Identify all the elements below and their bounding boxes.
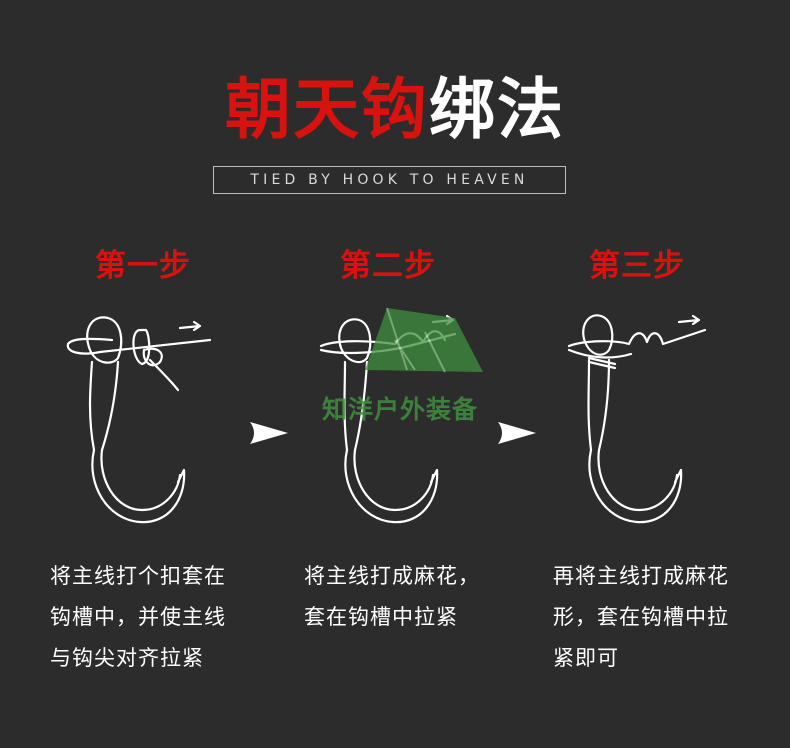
tag-line: [148, 358, 180, 392]
hook-bend: [91, 448, 186, 524]
wrapped-line: [567, 328, 707, 370]
step-2-title: 第二步: [340, 248, 436, 284]
step-2-desc-line: 将主线打成麻花，: [304, 564, 480, 588]
watermark-text: 知洋户外装备: [322, 395, 479, 424]
title-red-part: 朝天钩: [225, 71, 429, 148]
hook-eye: [582, 314, 614, 356]
hook-shank: [587, 358, 611, 452]
step-3-hook-diagram: [567, 314, 707, 524]
step-3-desc-line: 形，套在钩槽中拉: [553, 605, 729, 629]
hook-shank: [343, 360, 369, 452]
pull-arrow: [178, 320, 202, 332]
hook-bend: [344, 448, 439, 524]
step-3-desc-line: 紧即可: [553, 646, 619, 670]
step-1-description: 将主线打个扣套在 钩槽中，并使主线 与钩尖对齐拉紧: [50, 556, 226, 679]
hook-shank: [88, 360, 120, 452]
step-2-desc-line: 套在钩槽中拉紧: [304, 605, 458, 629]
hook-eye: [86, 316, 123, 364]
step-1-hook-diagram: [66, 316, 212, 524]
page-title: 朝天钩绑法: [0, 70, 790, 150]
tent-logo-icon: [365, 307, 483, 373]
subtitle-box: TIED BY HOOK TO HEAVEN: [213, 166, 566, 194]
main-line: [66, 337, 212, 355]
arrow-right-icon: [242, 422, 288, 444]
step-3-title: 第三步: [589, 248, 685, 284]
hook-bend: [588, 448, 683, 524]
step-1-desc-line: 钩槽中，并使主线: [50, 605, 226, 629]
step-1-title: 第一步: [95, 248, 191, 284]
knot-loop: [132, 328, 163, 367]
step-3-desc-line: 再将主线打成麻花: [553, 564, 729, 588]
hook-eye: [338, 318, 372, 364]
arrow-right-icon: [490, 422, 536, 444]
step-1-desc-line: 将主线打个扣套在: [50, 564, 226, 588]
title-white-part: 绑法: [429, 71, 565, 148]
step-2-description: 将主线打成麻花， 套在钩槽中拉紧: [304, 556, 480, 638]
pull-arrow: [677, 314, 701, 326]
step-1-desc-line: 与钩尖对齐拉紧: [50, 646, 204, 670]
step-3-description: 再将主线打成麻花 形，套在钩槽中拉 紧即可: [553, 556, 729, 679]
